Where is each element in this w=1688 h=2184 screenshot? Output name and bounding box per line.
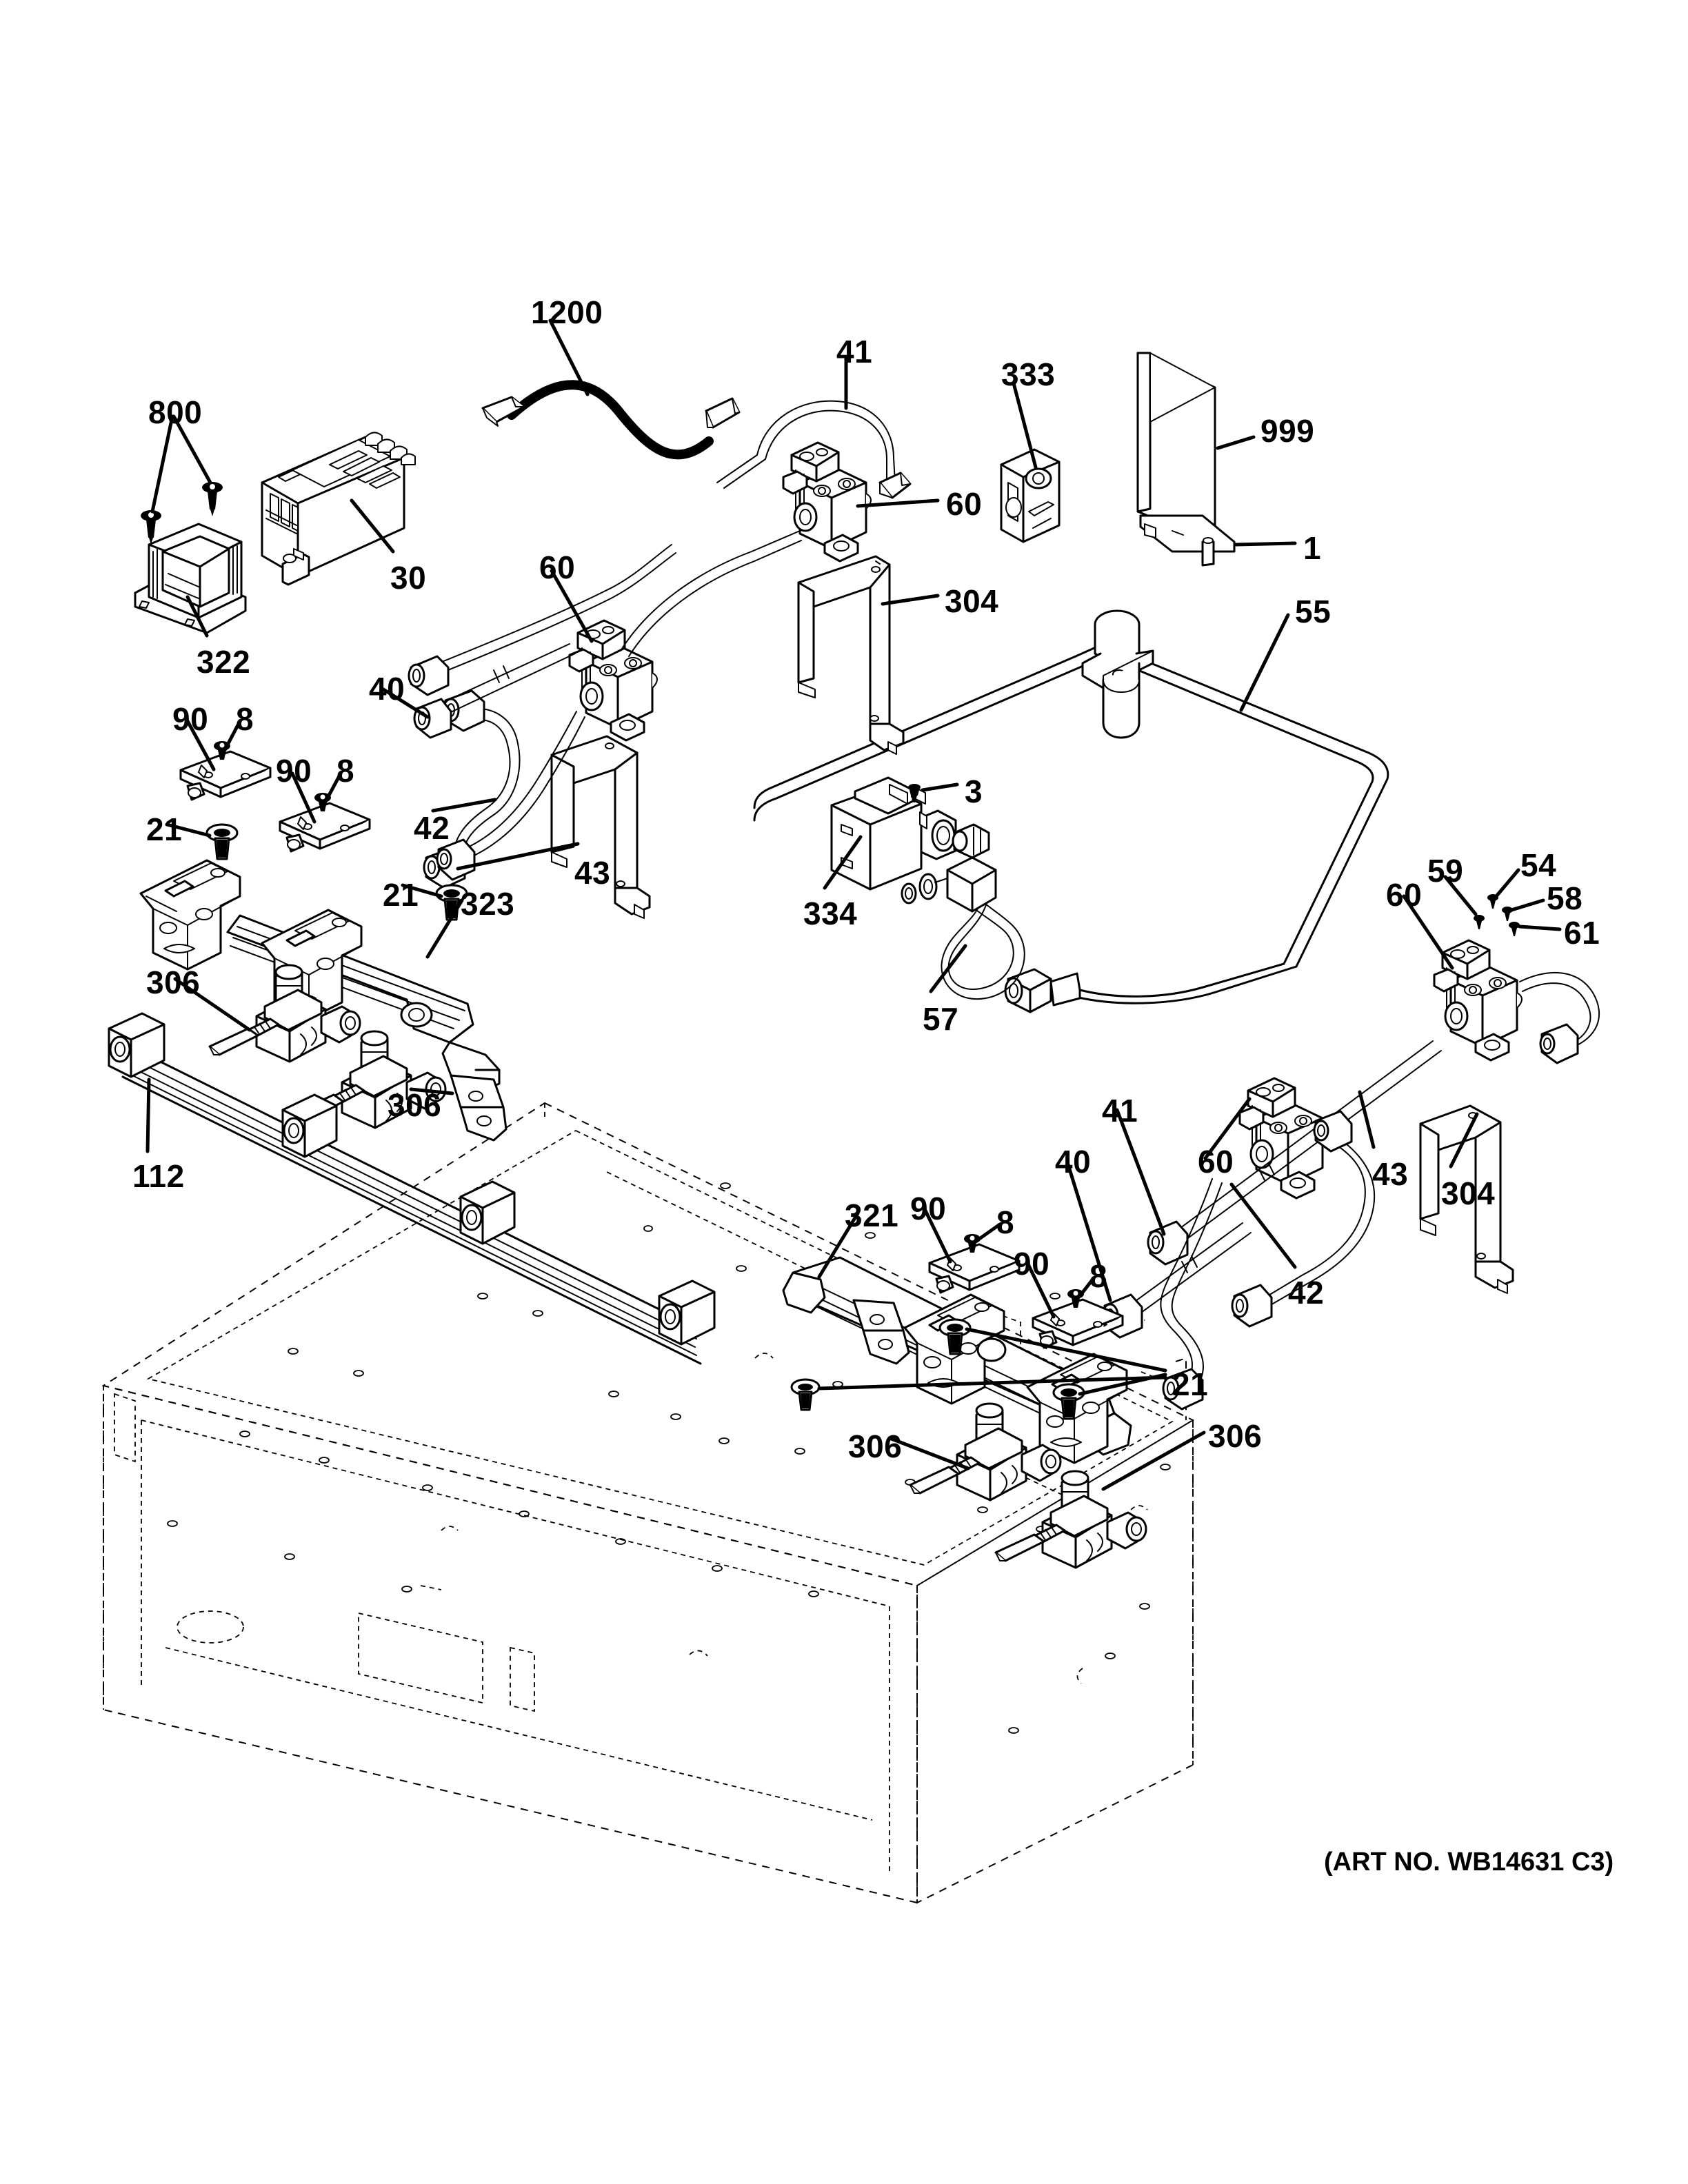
part-999-instruction-sheet — [1136, 352, 1216, 545]
callout-42b: 42 — [1288, 1275, 1325, 1311]
callout-40b: 40 — [1055, 1144, 1092, 1180]
callout-306a: 306 — [146, 964, 201, 1000]
callout-334: 334 — [803, 896, 858, 931]
callout-40a: 40 — [369, 671, 405, 707]
range-body-outline — [101, 1102, 1195, 1904]
callout-43a: 43 — [574, 855, 611, 891]
callout-8c: 8 — [996, 1204, 1015, 1240]
part-3-screw — [908, 784, 921, 802]
callout-8a: 8 — [236, 701, 254, 737]
art-number-caption: (ART NO. WB14631 C3) — [1324, 1848, 1614, 1877]
part-90-igniter-plate-a — [179, 750, 272, 801]
callout-90b: 90 — [276, 753, 312, 789]
part-323-left-manifold — [139, 859, 508, 1142]
part-306-valve-right-upper — [909, 1402, 1062, 1502]
part-42-flex-tube-right — [1160, 1178, 1223, 1410]
callout-60d: 60 — [1198, 1144, 1234, 1180]
callout-59: 59 — [1427, 853, 1464, 889]
callout-8b: 8 — [336, 753, 355, 789]
callout-322: 322 — [197, 644, 251, 680]
safety-valve-lower-right — [1238, 1077, 1328, 1200]
callout-304a: 304 — [945, 583, 999, 619]
callout-112: 112 — [132, 1158, 185, 1194]
part-1-retainer-clip — [1139, 514, 1236, 567]
callout-323: 323 — [461, 886, 515, 922]
callout-321: 321 — [845, 1197, 899, 1233]
callout-800: 800 — [148, 394, 203, 430]
tubes-upper-left-cluster — [408, 530, 802, 696]
part-90-igniter-plate-c — [928, 1243, 1021, 1294]
callout-90d: 90 — [1014, 1246, 1050, 1282]
safety-valve-upper-right — [782, 441, 872, 563]
callout-90c: 90 — [910, 1191, 947, 1226]
callout-306c: 306 — [848, 1428, 903, 1464]
callout-57: 57 — [923, 1001, 959, 1037]
callout-1200: 1200 — [531, 294, 603, 330]
callout-41a: 41 — [836, 334, 873, 370]
callout-21a: 21 — [146, 811, 183, 847]
part-321-right-manifold — [782, 1256, 1132, 1464]
callout-58: 58 — [1547, 880, 1583, 916]
part-304-bracket-upper — [797, 555, 905, 755]
leader-lines — [145, 318, 1562, 1491]
tube-end-fitting-55 — [1004, 968, 1081, 1013]
callout-60c: 60 — [1386, 877, 1423, 913]
part-57-regulator-pigtail — [901, 823, 1025, 1000]
callout-306b: 306 — [388, 1087, 442, 1123]
callout-30: 30 — [390, 560, 427, 596]
part-306-valve-right-lower — [994, 1470, 1147, 1569]
callout-304b: 304 — [1441, 1175, 1496, 1211]
callout-21c: 21 — [1172, 1366, 1209, 1402]
callout-21b: 21 — [383, 877, 419, 913]
callout-60b: 60 — [539, 549, 576, 585]
callout-90a: 90 — [172, 701, 209, 737]
callout-999: 999 — [1260, 413, 1315, 449]
callout-8d: 8 — [1089, 1258, 1108, 1294]
part-306-valve-left-upper — [208, 964, 361, 1063]
part-304-bracket-left — [550, 735, 651, 919]
part-90-igniter-plate-b — [279, 802, 371, 853]
callout-55: 55 — [1295, 594, 1332, 629]
callout-60a: 60 — [946, 486, 983, 522]
callout-43b: 43 — [1372, 1156, 1409, 1192]
callout-61: 61 — [1564, 915, 1600, 951]
part-112-manifold-pipe — [108, 1012, 716, 1365]
part-21-screws — [205, 823, 1085, 1420]
callout-333: 333 — [1001, 356, 1056, 392]
part-43-valve-tube-right — [1231, 1110, 1376, 1328]
part-1200-wire-harness — [481, 380, 741, 460]
part-30-control-board — [261, 432, 416, 586]
safety-valve-center-left — [568, 619, 658, 742]
manifold-tee-block — [1081, 609, 1154, 739]
part-41-tube-upper-right — [716, 400, 912, 499]
part-800-fasteners — [141, 482, 223, 545]
callout-41b: 41 — [1102, 1093, 1138, 1129]
callout-306d: 306 — [1208, 1418, 1263, 1454]
screws-54-58-59-61 — [1474, 894, 1520, 936]
part-41-tube-lower-right — [1147, 1040, 1442, 1266]
safety-valve-right — [1433, 939, 1600, 1064]
callout-42a: 42 — [414, 810, 450, 846]
callout-54: 54 — [1520, 847, 1557, 883]
part-43-valve-tube-left — [436, 711, 585, 881]
part-334-gas-regulator — [830, 776, 957, 891]
callout-3: 3 — [965, 774, 983, 809]
part-333-spark-module — [1000, 448, 1061, 543]
part-55-main-supply-tube — [753, 609, 1389, 1013]
part-40-feed-tube-left — [413, 643, 576, 739]
callout-1: 1 — [1303, 530, 1322, 566]
